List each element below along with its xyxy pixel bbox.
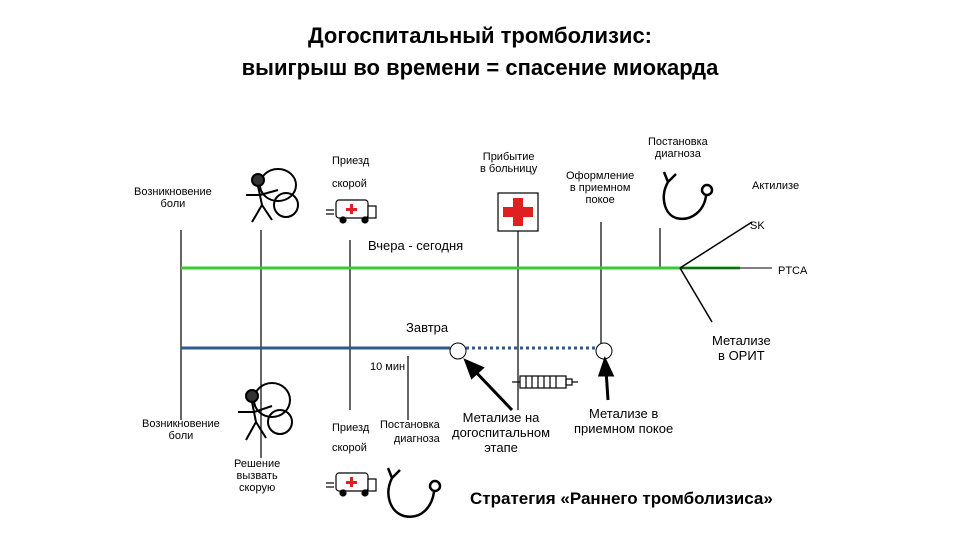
- ambulance-icon: [326, 199, 377, 224]
- treatment-ptca-label: PTCA: [778, 265, 808, 277]
- slide-title-line2: выигрыш во времени = спасение миокарда: [241, 55, 719, 80]
- red-cross-icon: [497, 192, 539, 232]
- arrow-prehospital: [470, 366, 514, 412]
- prehospital-thrombolysis-point: [449, 342, 467, 360]
- ten-min-label: 10 мин: [370, 361, 406, 373]
- stethoscope-icon: [662, 171, 714, 221]
- person-in-pain-icon-bottom: [238, 382, 293, 441]
- syringe-icon: [512, 375, 578, 389]
- treatment-sk-label: SK: [750, 220, 765, 232]
- slide-title-line1: Догоспитальный тромболизис:: [307, 23, 653, 48]
- top-timeline-label: Вчера - сегодня: [368, 238, 464, 253]
- stethoscope-icon-bottom: [386, 467, 442, 518]
- strategy-caption: Стратегия «Раннего тромболизиса»: [470, 489, 773, 508]
- ambulance-icon-bottom: [326, 472, 377, 497]
- branch-metalyse-icu: [679, 267, 713, 323]
- admission-thrombolysis-point: [595, 342, 613, 360]
- branch-activase: [679, 221, 753, 269]
- treatment-activase-label: Актилизе: [752, 180, 800, 192]
- person-in-pain-icon: [246, 168, 299, 223]
- bottom-timeline-label: Завтра: [406, 320, 449, 335]
